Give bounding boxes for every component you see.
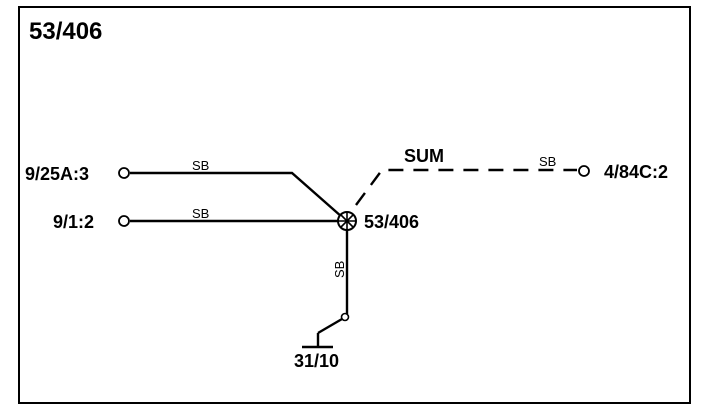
ground-icon — [302, 312, 350, 349]
terminal-4-84c-2 — [578, 165, 590, 177]
splice-icon — [337, 211, 357, 231]
wire-label-right: SB — [539, 154, 556, 169]
wire-9-25a-3 — [130, 171, 343, 218]
connector-label-4-84c-2: 4/84C:2 — [604, 162, 668, 182]
connector-label-9-1-2: 9/1:2 — [53, 212, 94, 232]
diagram-title: 53/406 — [29, 18, 102, 45]
splice-label: 53/406 — [364, 212, 419, 232]
wire-label-bottom: SB — [192, 206, 209, 221]
wire-label-vertical: SB — [332, 261, 347, 278]
terminal-9-25a-3 — [118, 167, 130, 179]
diagram-frame — [18, 6, 691, 404]
terminal-9-1-2 — [118, 215, 130, 227]
wire-label-top: SB — [192, 158, 209, 173]
dashed-wire-sum — [355, 168, 577, 206]
ground-label: 31/10 — [294, 351, 339, 371]
connector-label-9-25a-3: 9/25A:3 — [25, 164, 89, 184]
dashed-label-sum: SUM — [404, 146, 444, 166]
